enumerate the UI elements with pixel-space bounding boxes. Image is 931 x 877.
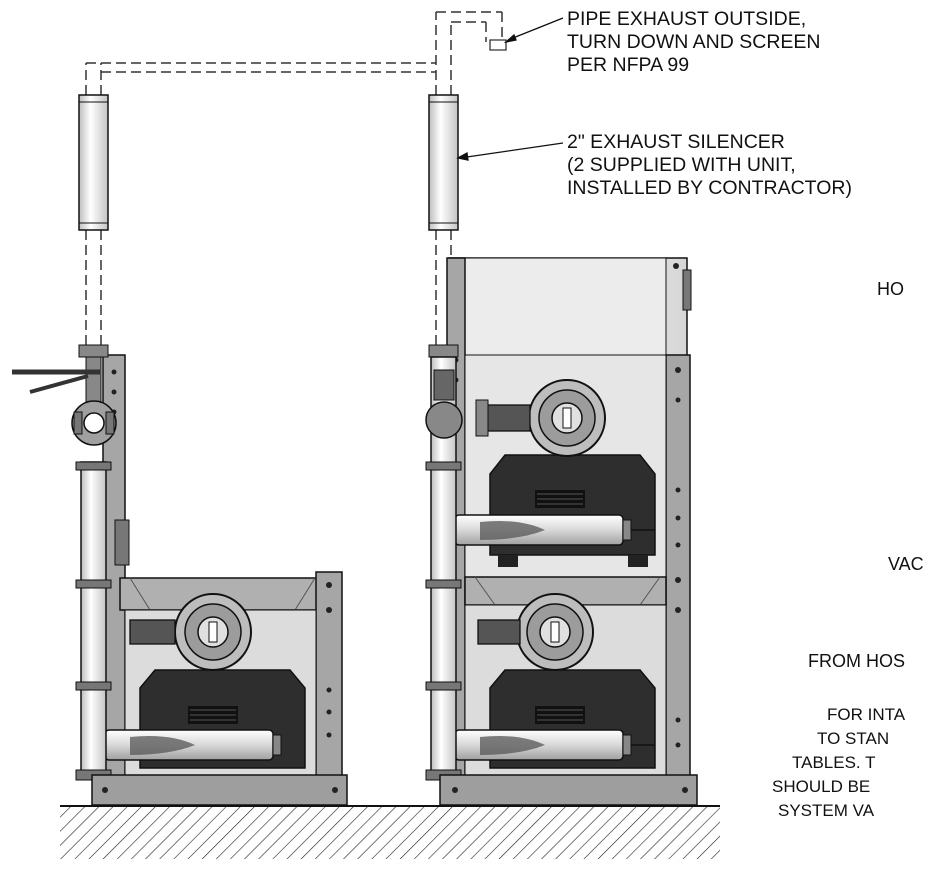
silencer-line3: INSTALLED BY CONTRACTOR) [567, 177, 852, 199]
exhaust-silencer-callout: 2" EXHAUST SILENCER (2 SUPPLIED WITH UNI… [567, 131, 852, 200]
installation-note: FOR INTA TO STAN TABLES. T SHOULD BE SYS… [770, 703, 931, 823]
note-line1: FOR INTA [827, 705, 906, 724]
silencer-line2: (2 SUPPLIED WITH UNIT, [567, 154, 796, 176]
exhaust-piping [85, 11, 503, 345]
exhaust-outside-callout: PIPE EXHAUST OUTSIDE, TURN DOWN AND SCRE… [567, 8, 821, 77]
note-line3: TABLES. T [792, 753, 876, 772]
left-pump-unit [12, 344, 348, 806]
note-line4: SHOULD BE [772, 777, 871, 796]
exhaust-outside-line3: PER NFPA 99 [567, 54, 690, 76]
exhaust-silencer-left [78, 94, 109, 231]
label-from-hos: FROM HOS [808, 651, 905, 671]
exhaust-silencer-right [428, 94, 459, 231]
note-line2: TO STAN [817, 729, 890, 748]
floor-ground [60, 805, 720, 859]
right-pump-unit [425, 257, 698, 807]
exhaust-outside-line1: PIPE EXHAUST OUTSIDE, [567, 8, 807, 30]
leader-lines [456, 17, 564, 161]
exhaust-screen [489, 39, 507, 51]
silencer-line1: 2" EXHAUST SILENCER [567, 131, 785, 153]
label-ho: HO [877, 279, 904, 299]
exhaust-outside-line2: TURN DOWN AND SCREEN [567, 31, 821, 53]
label-vac: VAC [888, 554, 924, 574]
note-line5: SYSTEM VA [778, 801, 875, 820]
